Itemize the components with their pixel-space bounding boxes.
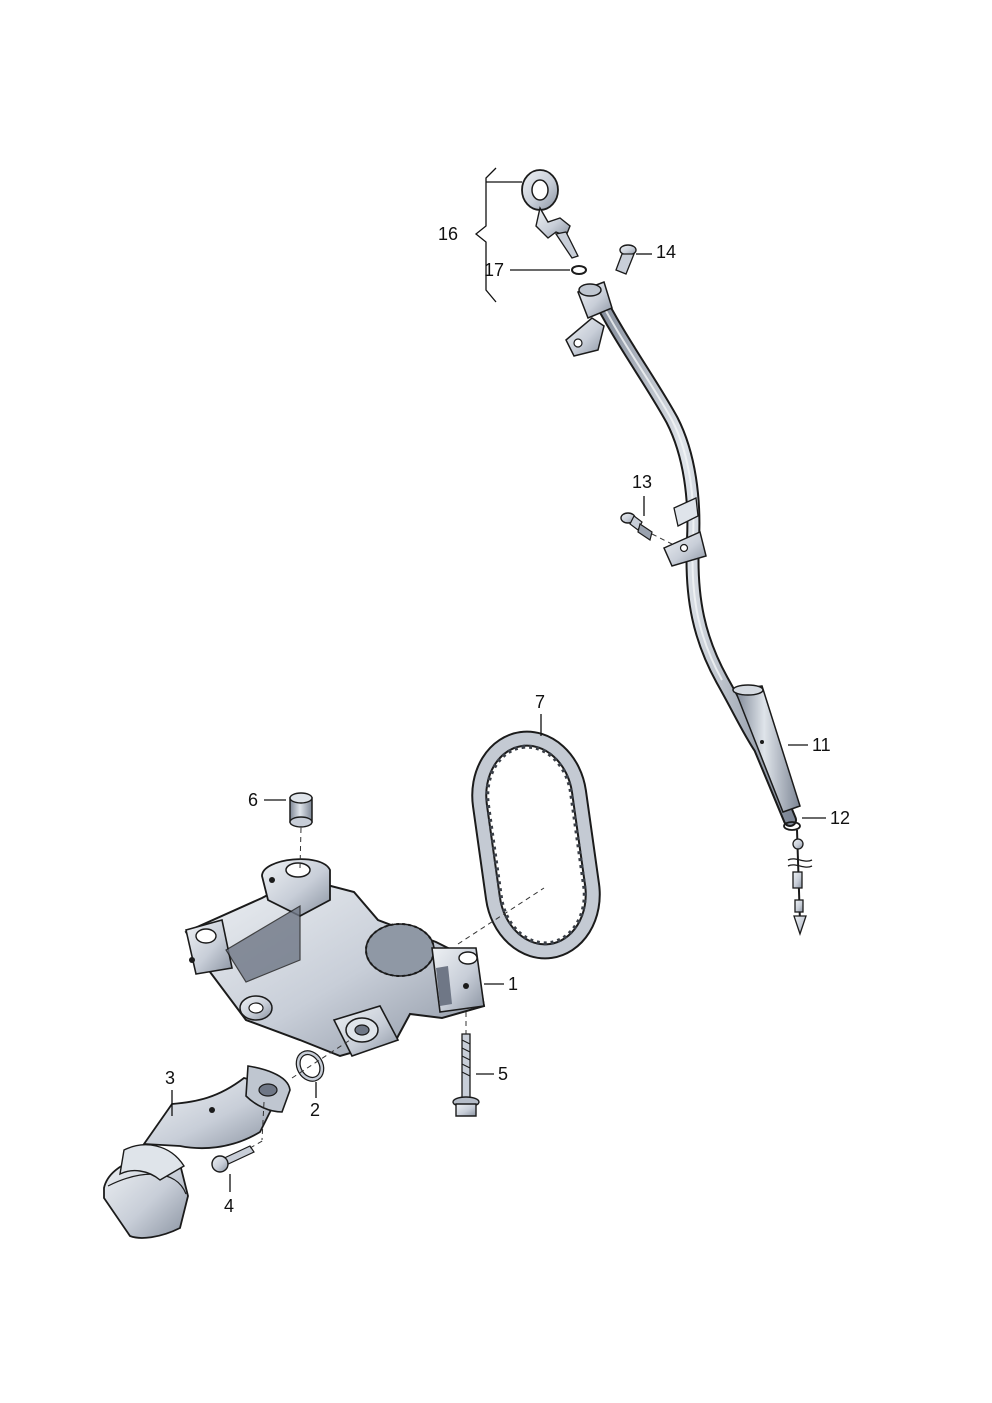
spacer-sleeve bbox=[289, 792, 313, 869]
callout-13: 13 bbox=[632, 472, 652, 492]
o-ring-2 bbox=[291, 1039, 351, 1082]
group-brace bbox=[474, 167, 497, 303]
callout-4: 4 bbox=[224, 1196, 234, 1216]
dipstick-o-ring bbox=[571, 265, 587, 275]
bolt-4 bbox=[211, 1139, 265, 1173]
callout-7: 7 bbox=[535, 692, 545, 712]
callout-6: 6 bbox=[248, 790, 258, 810]
oil-pump-housing bbox=[184, 858, 486, 1058]
callout-12: 12 bbox=[830, 808, 850, 828]
callout-14: 14 bbox=[656, 242, 676, 262]
callout-16: 16 bbox=[438, 224, 458, 244]
screw-5 bbox=[452, 1012, 480, 1117]
leader-lines bbox=[171, 181, 826, 1192]
dipstick-tip bbox=[783, 821, 813, 937]
callout-5: 5 bbox=[498, 1064, 508, 1084]
callout-11: 11 bbox=[812, 735, 831, 755]
dipstick-guide-tube bbox=[565, 281, 801, 827]
callout-17: 17 bbox=[484, 260, 504, 280]
callout-3: 3 bbox=[165, 1068, 175, 1088]
drive-belt bbox=[471, 730, 601, 960]
dipstick-handle bbox=[521, 169, 579, 259]
screw-13 bbox=[620, 512, 673, 545]
callout-2: 2 bbox=[310, 1100, 320, 1120]
bolt-14 bbox=[615, 244, 637, 275]
oil-suction-pipe bbox=[103, 1065, 291, 1239]
callout-1: 1 bbox=[508, 974, 518, 994]
